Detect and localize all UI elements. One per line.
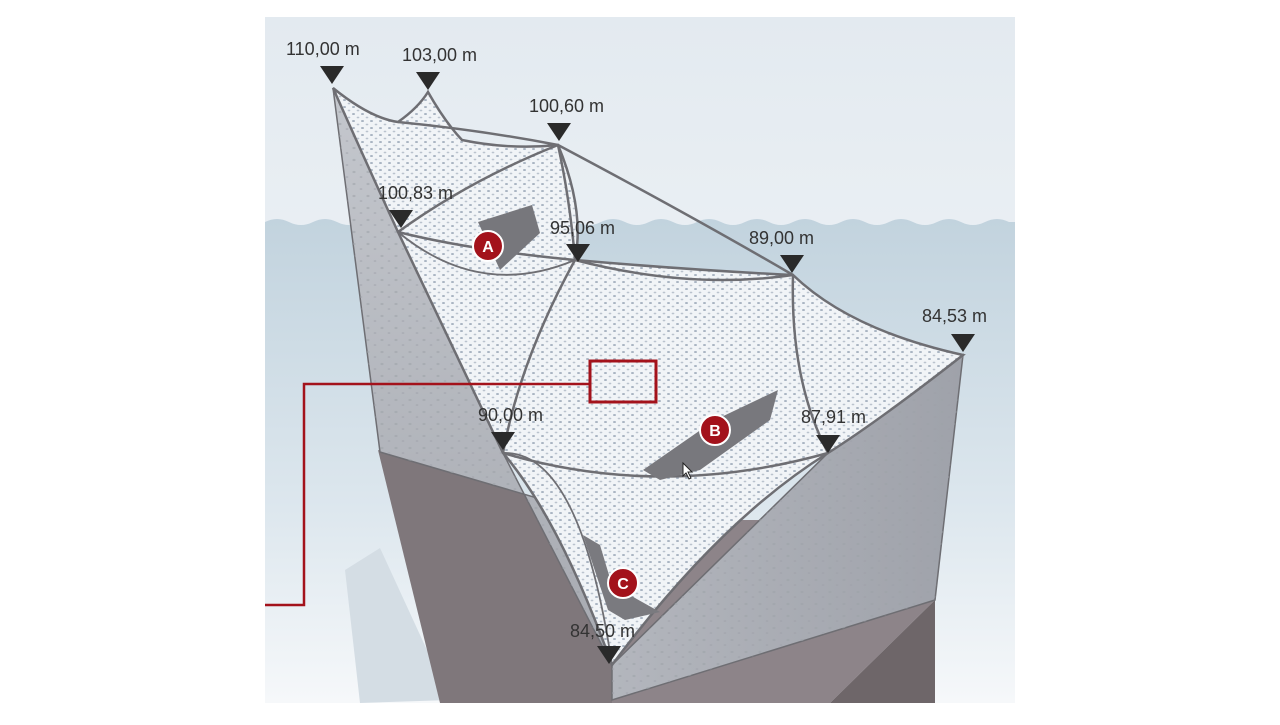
pointer-valley-mid-east: [816, 435, 840, 453]
marker-b: B: [699, 414, 731, 446]
elevation-label-valley-mid-east: 87,91 m: [801, 407, 866, 427]
elevation-label-peak-west: 110,00 m: [286, 39, 360, 59]
marker-b-letter: B: [709, 423, 721, 440]
pointer-peak-west-2: [416, 72, 440, 90]
elevation-label-peak-center: 100,60 m: [529, 96, 604, 116]
callout-line: [265, 382, 590, 607]
elevation-label-peak-east: 89,00 m: [749, 228, 814, 248]
pointer-peak-west: [320, 66, 344, 84]
callout-box: [588, 359, 658, 404]
marker-a-letter: A: [482, 239, 494, 256]
elevation-label-peak-west-2: 103,00 m: [402, 45, 477, 65]
pointer-valley-mid-west: [491, 432, 515, 450]
elevation-label-ridge-west: 100,83 m: [378, 183, 453, 203]
glass-wall-right-texture: [612, 355, 963, 700]
marker-c: C: [607, 567, 639, 599]
pointer-valley-center: [566, 244, 590, 262]
pointer-ridge-west: [389, 210, 413, 228]
mouse-cursor-icon: [682, 461, 694, 480]
pointer-corner-front: [597, 646, 621, 664]
glass-wall-left-texture: [333, 88, 612, 665]
elevation-pointers: [320, 66, 975, 664]
marker-c-letter: C: [617, 576, 629, 593]
pointer-corner-east: [951, 334, 975, 352]
marker-a: A: [472, 230, 504, 262]
pointer-peak-center: [547, 123, 571, 141]
pointer-peak-east: [780, 255, 804, 273]
building-shadow: [345, 548, 450, 703]
terrace-opening-c: [583, 535, 660, 620]
elevation-label-valley-center: 95,06 m: [550, 218, 615, 238]
elevation-label-corner-east: 84,53 m: [922, 306, 987, 326]
brick-base-dark: [830, 600, 935, 703]
elevation-labels: 110,00 m 103,00 m 100,60 m 100,83 m 95,0…: [286, 39, 987, 641]
elevation-label-valley-mid-west: 90,00 m: [478, 405, 543, 425]
elevation-label-corner-front: 84,50 m: [570, 621, 635, 641]
